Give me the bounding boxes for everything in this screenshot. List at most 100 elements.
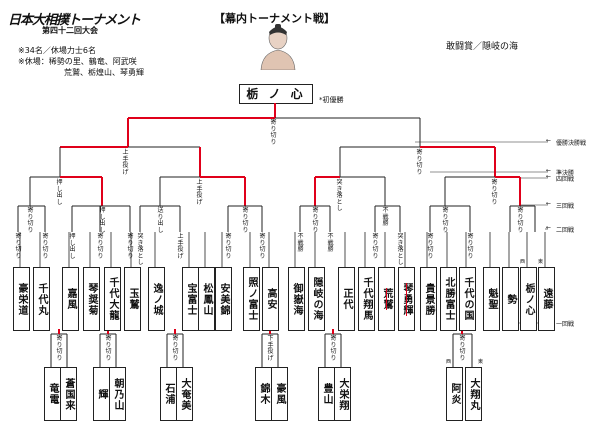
wrestler-name: 栃ノ心 — [523, 282, 534, 316]
wrestler-box: 松鳳山 — [198, 267, 215, 331]
wrestler-box: 千代大龍 — [104, 267, 121, 331]
kimarite-label: 寄り切り — [427, 233, 434, 260]
kimarite-label: 寄り切り — [42, 233, 49, 260]
kimarite-label: 寄り切り — [15, 233, 22, 260]
first-win-note: *初優勝 — [319, 96, 344, 104]
wrestler-name: 大栄翔 — [337, 377, 348, 411]
wrestler-name: 輝 — [96, 388, 107, 400]
wrestler-name: 貴景勝 — [423, 282, 434, 316]
kimarite-label: 突き落とし — [336, 179, 343, 213]
round-arrow-icon: ← — [546, 167, 552, 174]
side-tag: 東 — [538, 259, 544, 265]
wrestler-box: 栃ノ心 — [520, 267, 537, 331]
kimarite-label: 寄り切り — [127, 233, 134, 260]
wrestler-name: 大翔丸 — [468, 377, 479, 411]
wrestler-name: 松鳳山 — [201, 282, 212, 316]
round-label: 準決勝 — [556, 170, 575, 177]
wrestler-box: 御嶽海 — [288, 267, 305, 331]
wrestler-box: 安美錦 — [215, 267, 232, 331]
wrestler-box: 阿炎 — [446, 367, 463, 421]
kimarite-label: 押し出し — [56, 179, 63, 206]
wrestler-name: 魁聖 — [486, 288, 497, 310]
wrestler-name: 嘉風 — [65, 288, 76, 310]
wrestler-name: 千代翔馬 — [361, 277, 372, 321]
wrestler-box: 千代丸 — [33, 267, 50, 331]
wrestler-box: 高安 — [262, 267, 279, 331]
round-label: 二回戦 — [556, 227, 575, 234]
round-label: 優勝決勝戦 — [556, 140, 587, 147]
kimarite-label: 送り出し — [157, 207, 164, 234]
wrestler-name: 大奄美 — [179, 377, 190, 411]
wrestler-name: 琴勇輝 — [401, 282, 412, 316]
wrestler-box: 逸ノ城 — [148, 267, 165, 331]
wrestler-name: 琴奨菊 — [86, 282, 97, 316]
wrestler-name: 北勝富士 — [443, 277, 454, 321]
wrestler-box: 豪栄道 — [13, 267, 30, 331]
kimarite-label: 寄り切り — [105, 335, 112, 362]
kimarite-label: 寄り切り — [270, 119, 277, 146]
section-header: 【幕内トーナメント戦】 — [214, 12, 335, 25]
wrestler-box: 千代翔馬 — [358, 267, 375, 331]
wrestler-box: 輝 — [93, 367, 110, 421]
wrestler-name: 隠岐の海 — [311, 277, 322, 321]
wrestler-name: 御嶽海 — [291, 282, 302, 316]
side-tag: 東 — [478, 359, 484, 365]
wrestler-box: 大翔丸 — [465, 367, 482, 421]
wrestler-name: 豊山 — [321, 383, 332, 405]
kimarite-label: 寄り切り — [312, 207, 319, 234]
kimarite-label: 寄り切り — [517, 207, 524, 234]
note-line: 荒鷲、栃煌山、琴勇輝 — [64, 68, 144, 77]
wrestler-name: 豪風 — [274, 383, 285, 405]
wrestler-box: 豪風 — [271, 367, 288, 421]
round-label: 四回戦 — [556, 176, 575, 183]
kimarite-label: 上手投げ — [177, 233, 184, 260]
wrestler-name: 竜電 — [47, 383, 58, 405]
kimarite-label: 寄り切り — [442, 207, 449, 234]
round-label: 一回戦 — [556, 321, 575, 328]
kimarite-label: 不戦勝 — [382, 207, 389, 228]
side-tag: 西 — [520, 259, 526, 265]
kimarite-label: 寄り切り — [56, 335, 63, 362]
wrestler-box: 竜電 — [44, 367, 61, 421]
wrestler-box: 照ノ富士 — [243, 267, 260, 331]
note-line: ※34名／休場力士6名 — [18, 46, 96, 55]
round-arrow-icon: ← — [546, 224, 552, 231]
wrestler-name: 遠藤 — [541, 288, 552, 310]
kimarite-label: 突き落とし — [137, 233, 144, 267]
wrestler-name: 千代の国 — [462, 277, 473, 321]
wrestler-name: 千代大龍 — [107, 277, 118, 321]
kimarite-label: 寄り切り — [467, 233, 474, 260]
wrestler-name: 豪栄道 — [16, 282, 27, 316]
wrestler-name: 朝乃山 — [112, 377, 123, 411]
kimarite-label: 下手投げ — [267, 335, 274, 362]
note-line: ※休場：稀勢の里、鶴竜、阿武咲 — [18, 57, 137, 66]
wrestler-box: 大栄翔 — [334, 367, 351, 421]
kimarite-label: 突き落とし — [397, 233, 404, 267]
wrestler-box: 荒鷲 — [378, 267, 395, 331]
wrestler-box: 遠藤 — [538, 267, 555, 331]
wrestler-name: 阿炎 — [449, 383, 460, 405]
kimarite-label: 押し出し — [99, 207, 106, 234]
kimarite-label: 寄り切り — [330, 335, 337, 362]
kimarite-label: 寄り切り — [242, 207, 249, 234]
wrestler-box: 勢 — [502, 267, 519, 331]
wrestler-box: 蒼国来 — [60, 367, 77, 421]
wrestler-name: 千代丸 — [36, 282, 47, 316]
wrestler-box: 魁聖 — [483, 267, 500, 331]
wrestler-name: 正代 — [341, 288, 352, 310]
kimarite-label: 寄り切り — [27, 207, 34, 234]
wrestler-name: 勢 — [505, 293, 516, 305]
wrestler-box: 嘉風 — [62, 267, 79, 331]
wrestler-name: 荒鷲 — [381, 288, 392, 310]
wrestler-box: 北勝富士 — [440, 267, 457, 331]
wrestler-box: 朝乃山 — [109, 367, 126, 421]
wrestler-name: 照ノ富士 — [246, 277, 257, 321]
round-arrow-icon: ← — [546, 137, 552, 144]
wrestler-name: 錦木 — [258, 383, 269, 405]
kimarite-label: 寄り切り — [225, 233, 232, 260]
wrestler-box: 石浦 — [160, 367, 177, 421]
fighting-spirit-award: 敢闘賞／隠岐の海 — [446, 42, 519, 52]
wrestler-name: 安美錦 — [218, 282, 229, 316]
kimarite-label: 寄り切り — [172, 335, 179, 362]
